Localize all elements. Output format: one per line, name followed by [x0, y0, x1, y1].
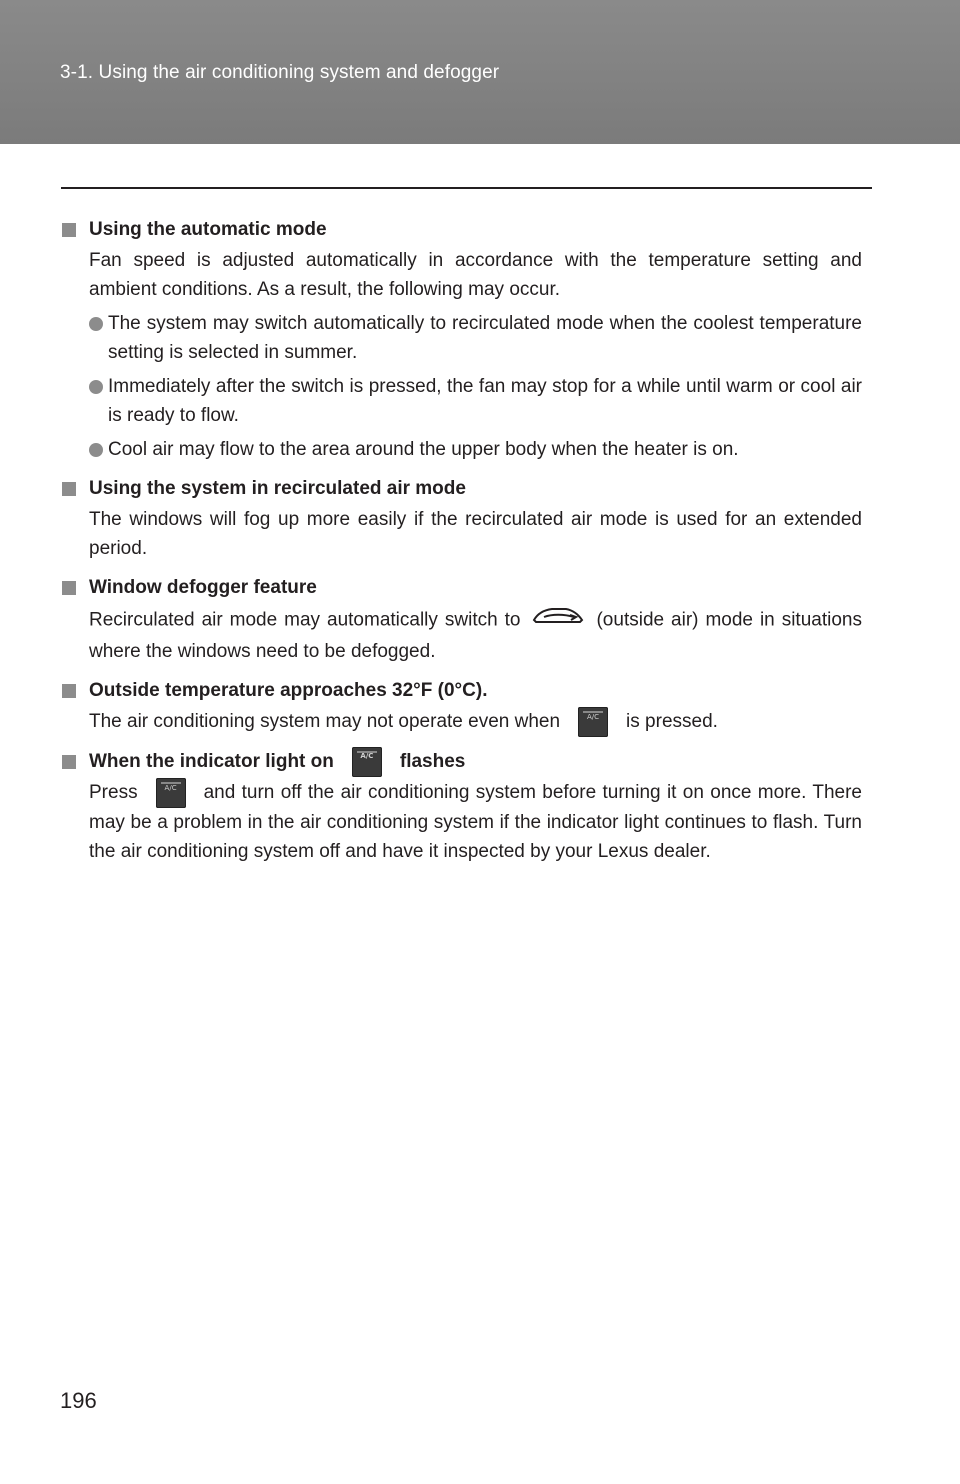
square-bullet-icon	[62, 482, 76, 496]
section-heading: Using the automatic mode	[89, 219, 327, 240]
section-title: 3-1. Using the air conditioning system a…	[60, 62, 500, 83]
section-heading: Outside temperature approaches 32°F (0°C…	[89, 680, 488, 701]
outside-air-mode-icon	[530, 604, 586, 637]
round-bullet-icon	[89, 443, 103, 457]
square-bullet-icon	[62, 223, 76, 237]
page-number: 196	[60, 1388, 97, 1413]
section-text: Recirculated air mode may automatically …	[62, 604, 862, 666]
ac-button-icon: A/C	[578, 707, 609, 737]
section-heading: Using the system in recirculated air mod…	[89, 478, 466, 499]
round-bullet-icon	[89, 317, 103, 331]
section-heading: Window defogger feature	[89, 577, 317, 598]
bullet-item: Cool air may flow to the area around the…	[62, 435, 862, 464]
bullet-item: The system may switch automatically to r…	[62, 309, 862, 367]
section-recirculated-mode: Using the system in recirculated air mod…	[62, 473, 862, 563]
section-automatic-mode: Using the automatic mode Fan speed is ad…	[62, 214, 862, 464]
section-text: Fan speed is adjusted automatically in a…	[89, 250, 862, 300]
ac-button-icon: A/C	[351, 746, 382, 777]
section-text: The air conditioning system may not oper…	[62, 707, 862, 737]
square-bullet-icon	[62, 684, 76, 698]
section-text: The windows will fog up more easily if t…	[89, 509, 862, 559]
page-header: 3-1. Using the air conditioning system a…	[0, 0, 960, 144]
ac-button-icon: A/C	[155, 778, 186, 808]
bullet-item: Immediately after the switch is pressed,…	[62, 372, 862, 430]
main-content: Using the automatic mode Fan speed is ad…	[62, 214, 862, 875]
round-bullet-icon	[89, 380, 103, 394]
section-outside-temperature: Outside temperature approaches 32°F (0°C…	[62, 675, 862, 737]
square-bullet-icon	[62, 755, 76, 769]
square-bullet-icon	[62, 581, 76, 595]
section-window-defogger: Window defogger feature Recirculated air…	[62, 572, 862, 666]
divider-rule	[61, 187, 872, 189]
